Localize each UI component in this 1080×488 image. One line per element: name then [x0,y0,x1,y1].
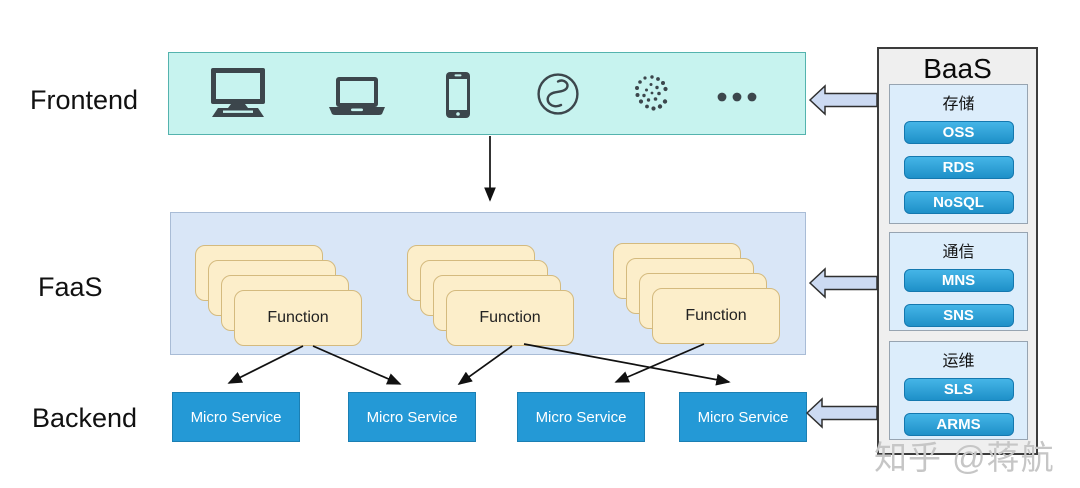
baas-service-nosql: NoSQL [903,191,1014,214]
micro-service-box-2: Micro Service [348,392,476,442]
laptop-icon [329,77,385,115]
baas-service-mns: MNS [903,269,1014,292]
faas-layer-label: FaaS [38,272,103,302]
baas-service-sns: SNS [903,304,1014,327]
function-stack-2: Function [407,245,574,346]
baas-service-oss: OSS [903,121,1014,144]
baas-panel: BaaS 存储 OSS RDS NoSQL 通信 MNS SNS 运维 SLS … [877,47,1038,455]
baas-group-ops: 运维 SLS ARMS [889,341,1028,440]
ellipsis-icon [717,92,757,102]
function-stack-3: Function [613,243,780,344]
micro-service-box-1: Micro Service [172,392,300,442]
baas-service-arms: ARMS [903,413,1014,436]
watermark: 知乎 @蒋航 [874,439,1055,476]
baas-group-messaging: 通信 MNS SNS [889,232,1028,331]
baas-block-arrow-faas [808,267,878,299]
frontend-layer-label: Frontend [30,85,139,115]
function-card-front: Function [652,288,780,344]
baas-block-arrow-frontend [808,84,878,116]
function-card-front: Function [234,290,362,346]
function-stack-1: Function [195,245,362,346]
backend-layer-label: Backend [32,403,138,433]
faas-box: Function Function Function [170,212,806,355]
micro-service-box-3: Micro Service [517,392,645,442]
function-card-front: Function [446,290,574,346]
iota-dots-icon [635,75,668,111]
smartphone-icon [446,72,470,118]
desktop-icon [211,68,265,117]
baas-block-arrow-backend [805,397,878,429]
baas-group-messaging-label: 通信 [942,244,975,261]
baas-group-storage: 存储 OSS RDS NoSQL [889,84,1028,224]
baas-service-rds: RDS [903,156,1014,179]
baas-group-ops-label: 运维 [942,353,975,370]
baas-title: BaaS [923,53,992,84]
baas-group-storage-label: 存储 [942,96,975,113]
baas-service-sls: SLS [903,378,1014,401]
frontend-band [168,52,806,135]
s-curve-circle-icon [537,73,579,115]
micro-service-box-4: Micro Service [679,392,807,442]
